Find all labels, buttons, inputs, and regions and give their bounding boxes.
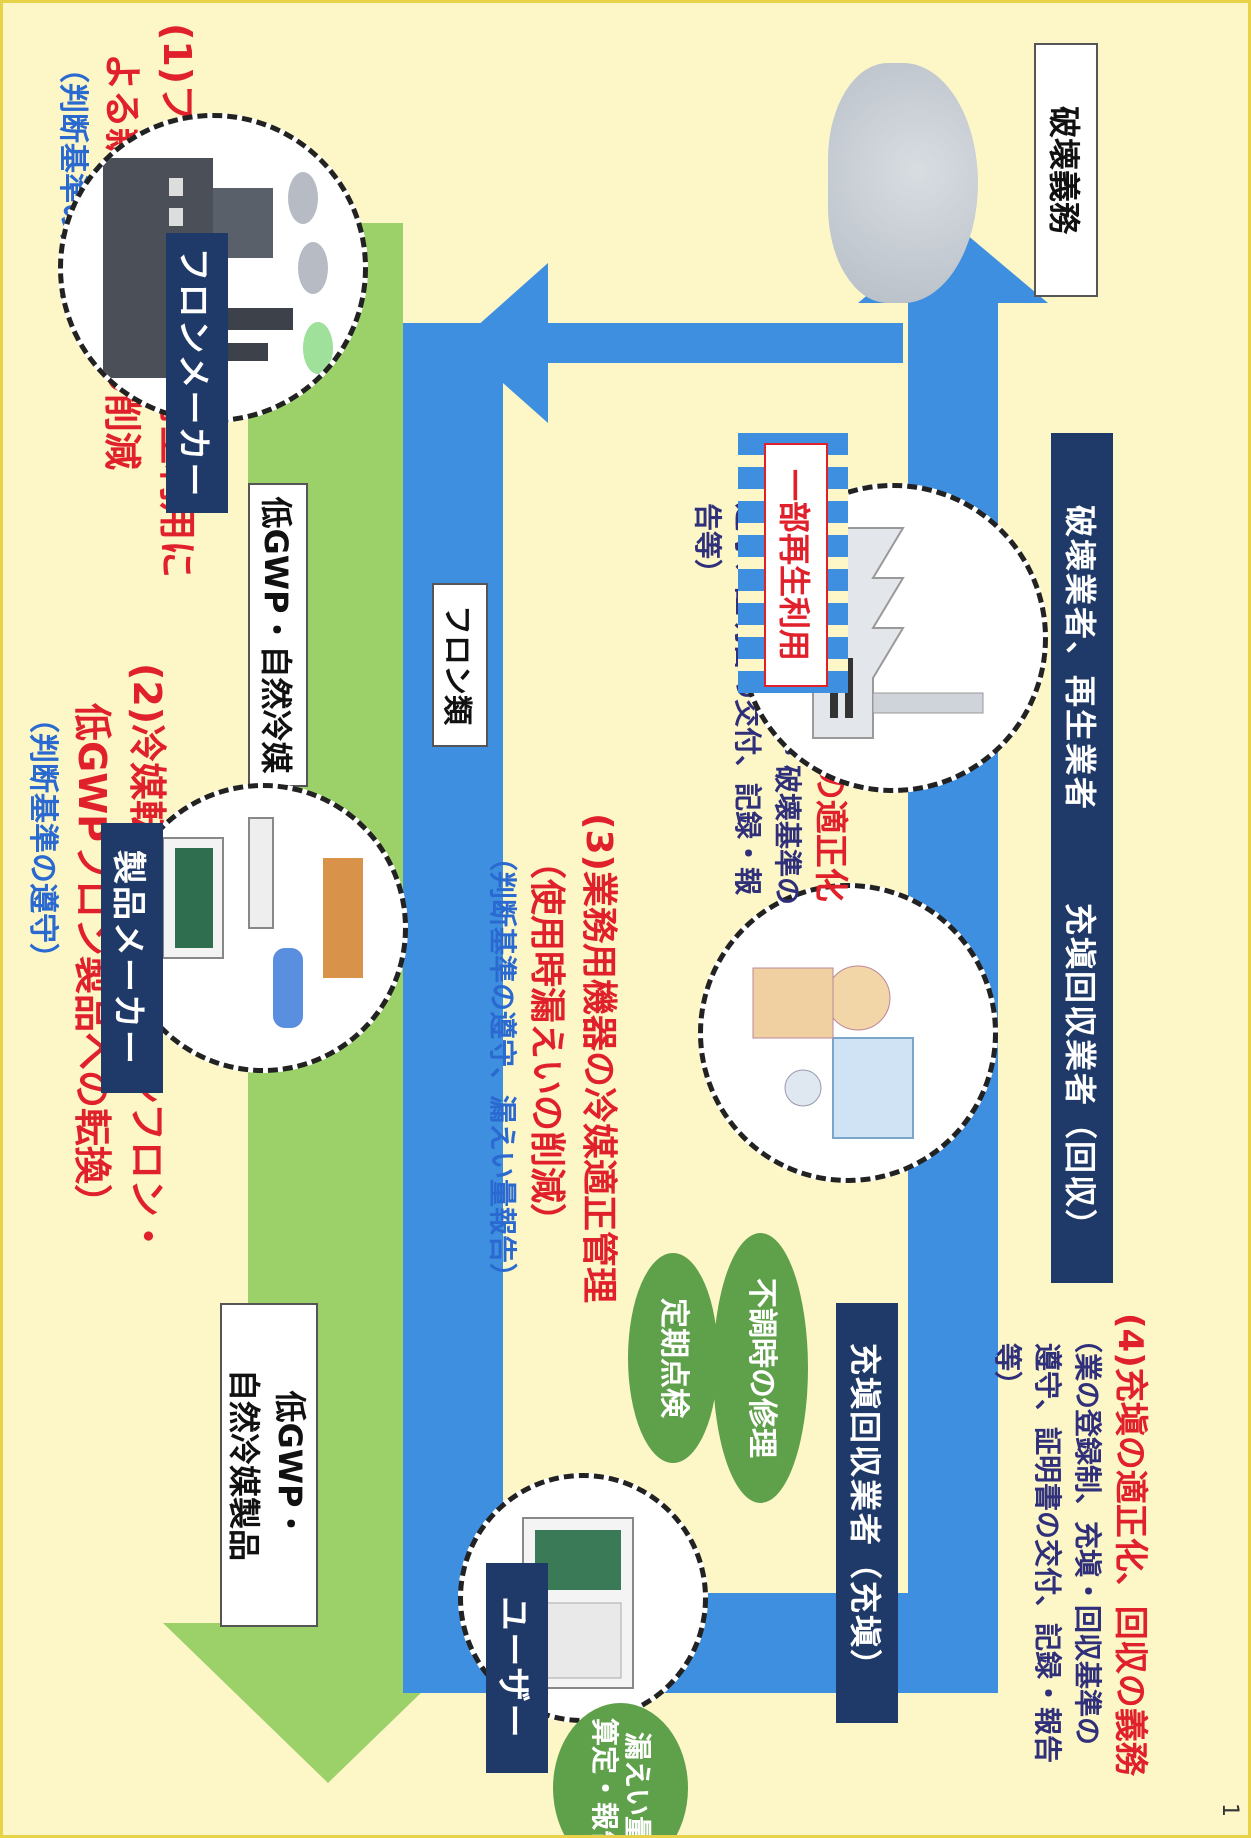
measure-4-line1: (4)充塡の適正化、回収の義務	[1110, 1313, 1150, 1776]
label-fluorocarbons: フロン類	[432, 583, 488, 747]
actor-destroyer-recycler: 破壊業者、再生業者	[1051, 433, 1113, 883]
label-low-gwp-products-line2: 自然冷媒製品	[225, 1368, 263, 1561]
actor-fluorocarbon-maker: フロンメーカー	[166, 233, 228, 513]
actor-filling-collector-collect: 充塡回収業者（回収）	[1051, 863, 1113, 1283]
measure-3-line1: (3)業務用機器の冷媒適正管理	[578, 813, 619, 1303]
measure-3: (3)業務用機器の冷媒適正管理 （使用時漏えいの削減） （判断基準の遵守、漏えい…	[484, 813, 628, 1453]
label-partial-recycling: 一部再生利用	[764, 443, 828, 687]
actor-user: ユーザー	[486, 1563, 548, 1773]
oval-periodic-inspection: 定期点検	[628, 1253, 718, 1463]
air-conditioner-icon	[162, 817, 363, 1028]
measure-4-note1: （業の登録制、充塡・回収基準の	[1071, 1325, 1104, 1746]
measure-3-line2: （使用時漏えいの削減）	[526, 843, 567, 1240]
products-illustration	[118, 783, 408, 1073]
oval-leak-calc-line2: 算定・報告	[588, 1717, 622, 1838]
actor-filling-collector-fill: 充塡回収業者（充塡）	[836, 1303, 898, 1723]
oval-repair: 不調時の修理	[713, 1233, 808, 1503]
blue-arrow-recycle-bar	[503, 323, 903, 363]
oval-repair-text: 不調時の修理	[743, 1278, 779, 1458]
measure-3-note: （判断基準の遵守、漏えい量報告）	[486, 843, 519, 1292]
oval-leak-calc-line1: 漏えい量	[620, 1731, 654, 1838]
measure-4-note3: 等）	[991, 1343, 1024, 1400]
user-equipment-illustration	[458, 1473, 708, 1723]
collector-illustration	[698, 883, 998, 1183]
label-low-gwp-natural: 低GWP・自然冷媒	[248, 483, 308, 787]
label-destruction-duty: 破壊義務	[1034, 43, 1098, 297]
blue-arrow-recycle-head	[458, 263, 548, 423]
measure-4-note2: 遵守、証明書の交付、記録・報告	[1031, 1343, 1064, 1764]
ash-pile-icon	[828, 63, 978, 303]
measure-5-note3: 告等）	[691, 503, 724, 588]
actor-product-maker: 製品メーカー	[101, 823, 163, 1093]
oval-periodic-inspection-text: 定期点検	[656, 1298, 692, 1418]
measure-4: (4)充塡の適正化、回収の義務 （業の登録制、充塡・回収基準の 遵守、証明書の交…	[989, 1313, 1158, 1833]
measure-2-note: （判断基準の遵守）	[25, 703, 60, 973]
label-low-gwp-products: 低GWP・ 自然冷媒製品	[220, 1303, 318, 1627]
indoor-unit-icon	[522, 1517, 634, 1689]
label-low-gwp-products-line1: 低GWP・	[271, 1390, 309, 1540]
worker-cylinder-icon	[752, 965, 914, 1139]
